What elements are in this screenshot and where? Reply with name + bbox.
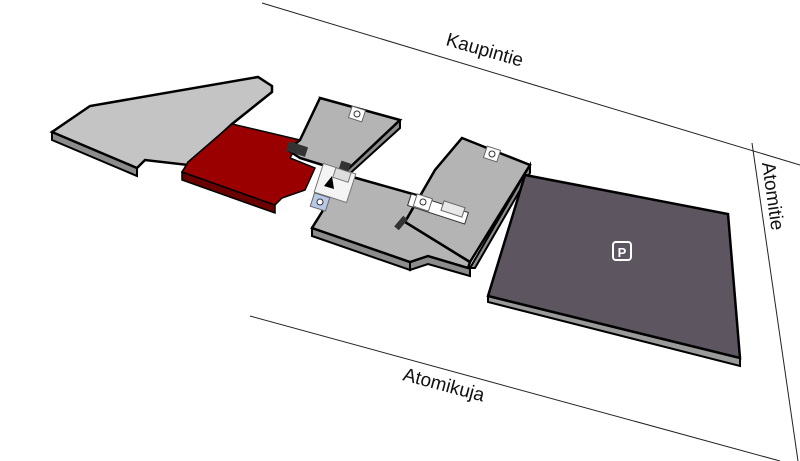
elevator-icon	[482, 145, 502, 163]
highlighted-area[interactable]	[180, 123, 317, 215]
street-label-atomitie: Atomitie	[757, 161, 787, 232]
street-line-atomitie	[751, 142, 799, 461]
entrance-arrow-icon	[324, 176, 334, 189]
elevator-icon	[412, 193, 434, 212]
building-left-wing[interactable]	[49, 75, 274, 178]
parking-area[interactable]: P	[486, 173, 742, 368]
parking-icon	[612, 241, 632, 261]
street-line-atomikuja	[249, 315, 781, 461]
parking-label: P	[618, 245, 627, 260]
building-middle-lower[interactable]	[310, 170, 472, 278]
entrance-connector[interactable]	[309, 160, 357, 212]
street-line-kaupintie	[261, 2, 800, 166]
elevator-icon	[309, 192, 331, 212]
building-middle-upper[interactable]	[285, 96, 403, 180]
street-label-atomikuja: Atomikuja	[401, 365, 487, 407]
street-label-kaupintie: Kaupintie	[444, 30, 526, 72]
building-right[interactable]	[394, 136, 532, 269]
elevator-icon	[347, 105, 367, 123]
